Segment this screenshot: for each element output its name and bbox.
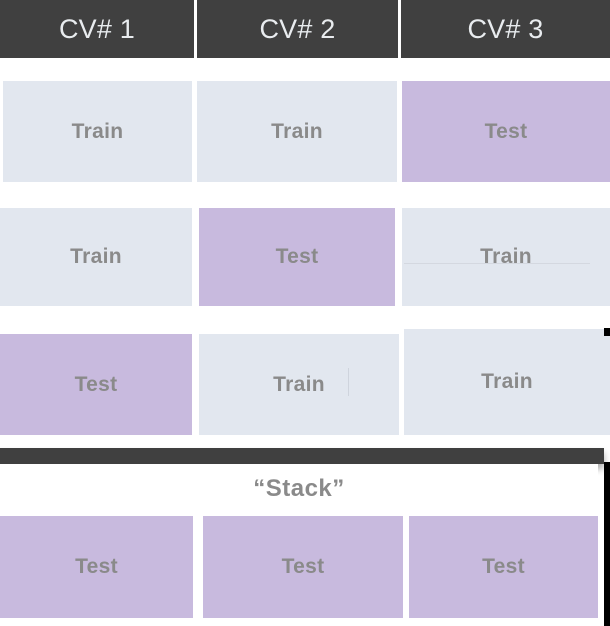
fold-2-cell-cv2-label: Test: [275, 245, 319, 268]
fold-1-cell-cv2-label: Train: [271, 119, 323, 143]
header-column-cv3-label: CV# 3: [467, 13, 544, 44]
header-column-cv1-label: CV# 1: [58, 13, 136, 44]
stack-separator-bar: [0, 448, 604, 464]
fold-3-cell-cv1: Test: [0, 334, 192, 435]
stack-band: “Stack”: [0, 464, 598, 514]
header-column-cv2-label: CV# 2: [259, 13, 336, 44]
fold-2-cell-cv3: Train: [402, 208, 610, 306]
stack-row-cell-cv1: Test: [0, 516, 193, 618]
fold-3-cell-cv3: Train: [404, 329, 610, 435]
edge-strip-bottom: [604, 516, 610, 626]
header-divider-2: [398, 0, 401, 58]
fold-1-cell-cv3: Test: [402, 81, 610, 182]
header-column-cv2: CV# 2: [197, 0, 398, 58]
fold-2-cell-cv2: Test: [199, 208, 395, 306]
fold-2-cell-cv1: Train: [0, 208, 192, 306]
fold-1-cell-cv1: Train: [3, 81, 192, 182]
fold-3-cell-cv1-label: Test: [74, 372, 118, 396]
fold-3-hairline: [348, 368, 349, 396]
header-bar: [0, 0, 610, 58]
fold-2-cell-cv1-label: Train: [70, 245, 122, 268]
fold-1-cell-cv2: Train: [197, 81, 397, 182]
fold-2-hairline: [404, 263, 590, 264]
stack-row-cell-cv3-label: Test: [482, 555, 525, 578]
fold-3-cell-cv2: Train: [199, 334, 399, 435]
fold-2-cell-cv3-label: Train: [480, 245, 532, 268]
fold-1-cell-cv1-label: Train: [71, 119, 124, 143]
edge-strip-top: [604, 328, 610, 336]
edge-strip-stack: [604, 462, 610, 516]
fold-3-cell-cv3-label: Train: [481, 370, 533, 393]
fold-3-cell-cv2-label: Train: [273, 372, 325, 396]
stack-row-cell-cv2: Test: [203, 516, 403, 618]
header-divider-1: [194, 0, 197, 58]
fold-1-cell-cv3-label: Test: [484, 119, 528, 143]
stack-row-cell-cv3: Test: [409, 516, 598, 618]
stack-row-cell-cv1-label: Test: [75, 555, 118, 578]
stack-row-cell-cv2-label: Test: [281, 555, 325, 578]
header-column-cv1: CV# 1: [0, 0, 194, 58]
stack-label: “Stack”: [253, 475, 345, 502]
header-column-cv3: CV# 3: [401, 0, 610, 58]
